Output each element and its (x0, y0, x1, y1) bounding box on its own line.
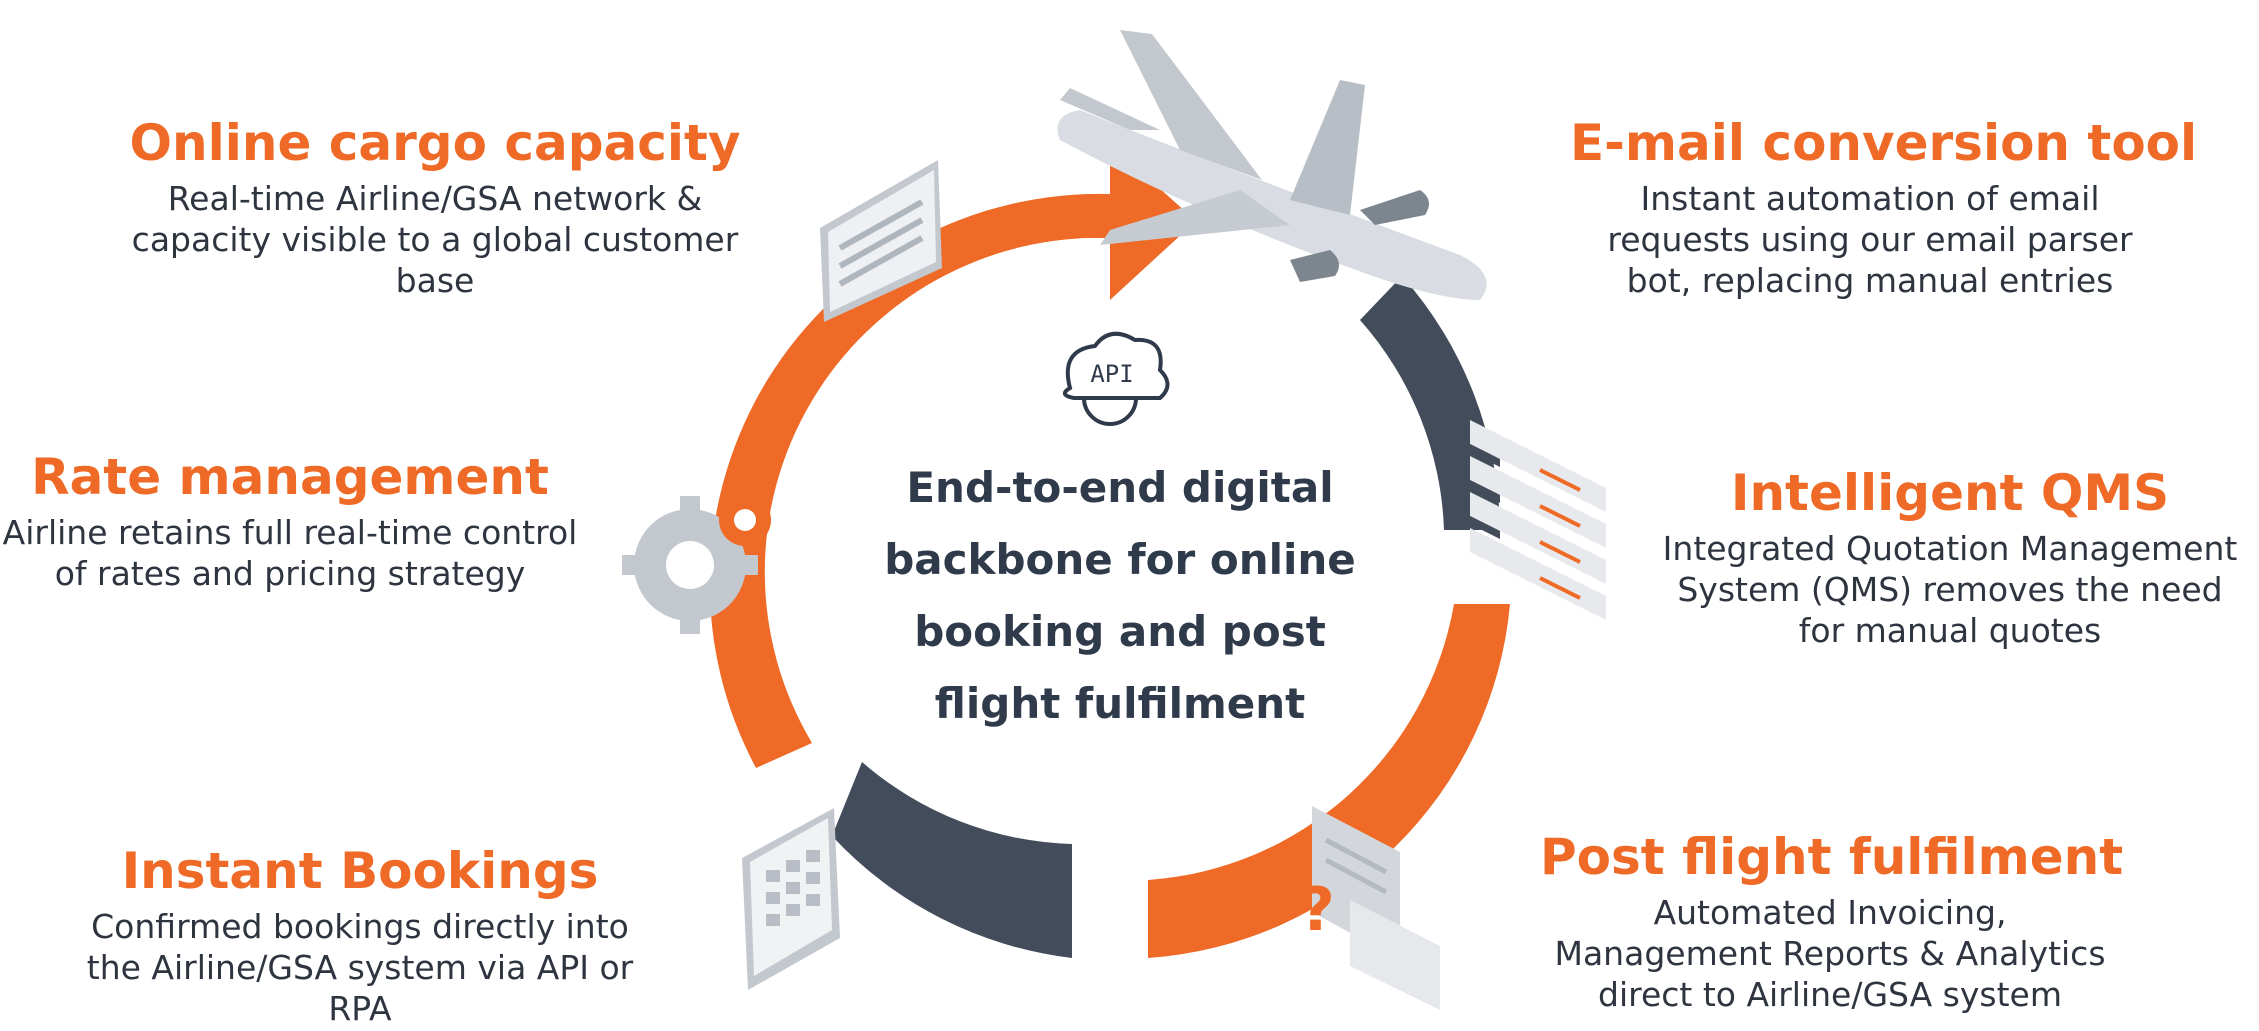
quote-cards-icon (1470, 420, 1606, 620)
feature-title: Instant Bookings (121, 842, 599, 900)
feature-post-flight-fulfilment: Post flight fulfilment Automated Invoici… (1540, 826, 2124, 1015)
feature-rate-management: Rate management Airline retains full rea… (0, 446, 580, 594)
airplane-icon (1057, 30, 1487, 300)
feature-description: Automated Invoicing, Management Reports … (1554, 893, 2106, 1014)
feature-title: Post flight fulfilment (1540, 828, 2124, 886)
feature-description: Real-time Airline/GSA network & capacity… (131, 179, 739, 300)
api-cloud-gear-icon: API (1062, 331, 1170, 426)
ring-segment-orange-left (709, 193, 1110, 768)
feature-title: E-mail conversion tool (1570, 114, 2198, 172)
spreadsheet-icon (742, 808, 840, 990)
feature-online-cargo-capacity: Online cargo capacity Real-time Airline/… (110, 112, 760, 301)
feature-title: Intelligent QMS (1730, 464, 2170, 522)
chat-question-icon: ? (1300, 806, 1440, 1010)
gears-icon (622, 494, 771, 634)
center-title: End-to-end digital backbone for online b… (884, 463, 1356, 728)
svg-text:?: ? (1300, 875, 1335, 945)
document-list-icon (820, 160, 942, 322)
ring-segment-dark-bottom (832, 762, 1072, 958)
feature-intelligent-qms: Intelligent QMS Integrated Quotation Man… (1660, 462, 2240, 651)
ring-segment-orange-right (1148, 604, 1510, 958)
api-badge-label: API (1090, 360, 1133, 388)
feature-description: Instant automation of email requests usi… (1607, 179, 2133, 300)
feature-title: Rate management (31, 448, 549, 506)
feature-email-conversion-tool: E-mail conversion tool Instant automatio… (1570, 112, 2198, 301)
feature-title: Online cargo capacity (129, 114, 741, 172)
feature-description: Airline retains full real-time control o… (2, 513, 578, 593)
feature-description: Integrated Quotation Management System (… (1662, 529, 2238, 650)
feature-instant-bookings: Instant Bookings Confirmed bookings dire… (70, 840, 650, 1029)
ring-arrow-body (1090, 194, 1110, 238)
feature-description: Confirmed bookings directly into the Air… (86, 907, 634, 1028)
ring-segment-dark-right (1360, 276, 1500, 530)
